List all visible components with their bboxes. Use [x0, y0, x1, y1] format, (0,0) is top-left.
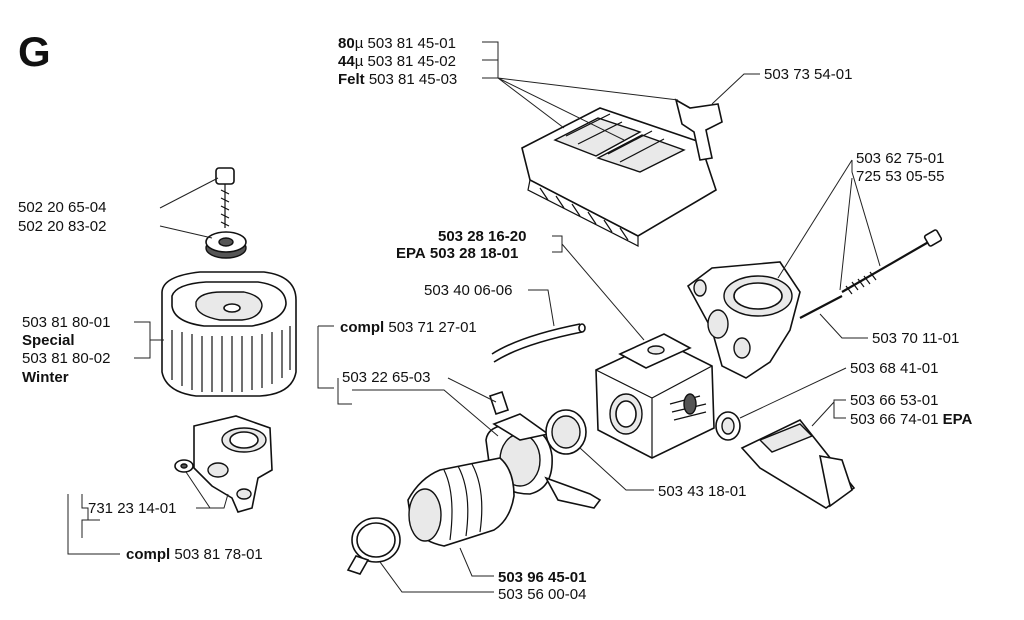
label-air-filter-std: 503 81 80-01 — [22, 314, 110, 331]
section-letter: G — [18, 28, 51, 75]
knob — [215, 167, 235, 228]
label-small-nut: 731 23 14-01 — [88, 500, 176, 517]
air-filter — [161, 271, 297, 397]
label-carburetor: 503 28 16-20 — [438, 228, 526, 245]
label-gasket-ring: 503 43 18-01 — [658, 483, 746, 500]
carburetor — [595, 333, 715, 459]
label-plug: 503 68 41-01 — [850, 360, 938, 377]
label-stud-2: 725 53 05-55 — [856, 168, 944, 185]
plug — [715, 411, 741, 441]
cover-bracket — [674, 98, 723, 161]
label-special: Special — [22, 332, 75, 349]
clip — [488, 390, 510, 416]
label-intake-clamp: 503 22 65-03 — [342, 369, 430, 386]
intake-hose — [407, 457, 515, 547]
label-winter: Winter — [22, 369, 69, 386]
long-stud — [841, 229, 943, 295]
label-cover-bracket: 503 73 54-01 — [764, 66, 852, 83]
label-filter-80: 80µ 503 81 45-01 — [338, 35, 456, 52]
carburetor-housing — [686, 261, 801, 379]
label-filter-felt: Felt 503 81 45-03 — [338, 71, 457, 88]
heat-shield — [740, 419, 856, 509]
filter-bracket — [193, 415, 273, 513]
gasket-ring — [545, 409, 587, 455]
air-filter-cover — [521, 107, 717, 247]
label-bracket-compl: compl 503 81 78-01 — [126, 546, 263, 563]
label-intake-hose: 503 96 45-01 — [498, 569, 586, 586]
leader-lines — [67, 41, 881, 593]
label-filter-44: 44µ 503 81 45-02 — [338, 53, 456, 70]
label-knob: 502 20 65-04 — [18, 199, 106, 216]
label-heat-shield: 503 66 53-01 — [850, 392, 938, 409]
label-carburetor-epa: EPA 503 28 18-01 — [396, 245, 518, 262]
label-nut: 502 20 83-02 — [18, 218, 106, 235]
pin — [799, 295, 843, 319]
label-heat-shield-epa: 503 66 74-01 EPA — [850, 411, 972, 428]
label-air-filter-winter: 503 81 80-02 — [22, 350, 110, 367]
label-hose-clamp: 503 56 00-04 — [498, 586, 586, 603]
label-pin: 503 70 11-01 — [872, 330, 959, 347]
fuel-hose — [491, 323, 586, 363]
label-intake-compl: compl 503 71 27-01 — [340, 319, 477, 336]
small-nut — [174, 459, 194, 473]
nut — [205, 231, 247, 259]
hose-clamp — [346, 517, 401, 575]
label-fuel-hose: 503 40 06-06 — [424, 282, 512, 299]
label-stud-1: 503 62 75-01 — [856, 150, 944, 167]
